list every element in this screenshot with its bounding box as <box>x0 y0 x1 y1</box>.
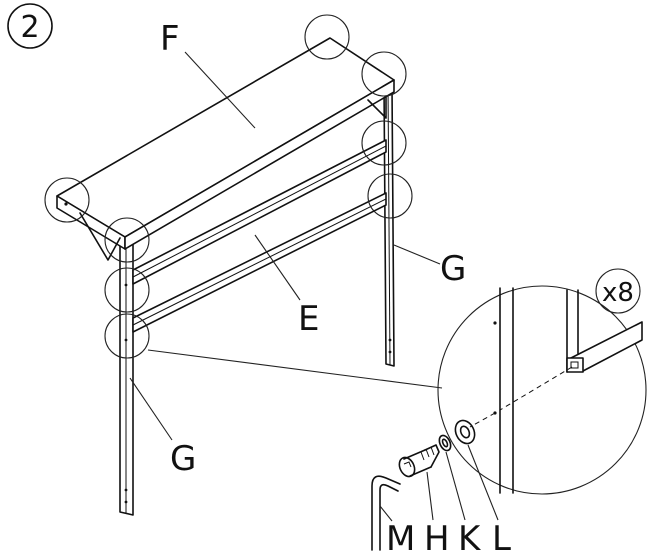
quantity-text: x8 <box>602 278 634 308</box>
hardware-lock-washer <box>438 434 452 452</box>
hardware-leaders <box>379 444 499 522</box>
label-lock-washer: K <box>458 519 482 555</box>
right-leg <box>383 83 395 367</box>
leader-lines <box>129 51 443 441</box>
label-right-leg: G <box>440 249 466 289</box>
shelf-f <box>56 37 395 261</box>
step-badge: 2 <box>7 3 53 49</box>
hardware-allen-key <box>371 475 401 551</box>
label-allen-key: M <box>386 519 415 555</box>
step-number: 2 <box>20 10 39 45</box>
hardware-flat-washer <box>454 419 476 445</box>
left-leg <box>119 229 134 516</box>
label-shelf: F <box>160 19 180 59</box>
crossbar-e <box>132 192 387 333</box>
label-left-leg: G <box>170 439 196 479</box>
quantity-badge: x8 <box>595 268 641 314</box>
label-crossbar: E <box>298 299 319 339</box>
hardware-bolt <box>398 444 440 478</box>
upper-crossbar <box>132 139 387 285</box>
detail-markers <box>44 14 413 359</box>
zoom-detail <box>437 285 647 495</box>
label-bolt: H <box>424 519 450 555</box>
label-flat-washer: L <box>492 519 511 555</box>
